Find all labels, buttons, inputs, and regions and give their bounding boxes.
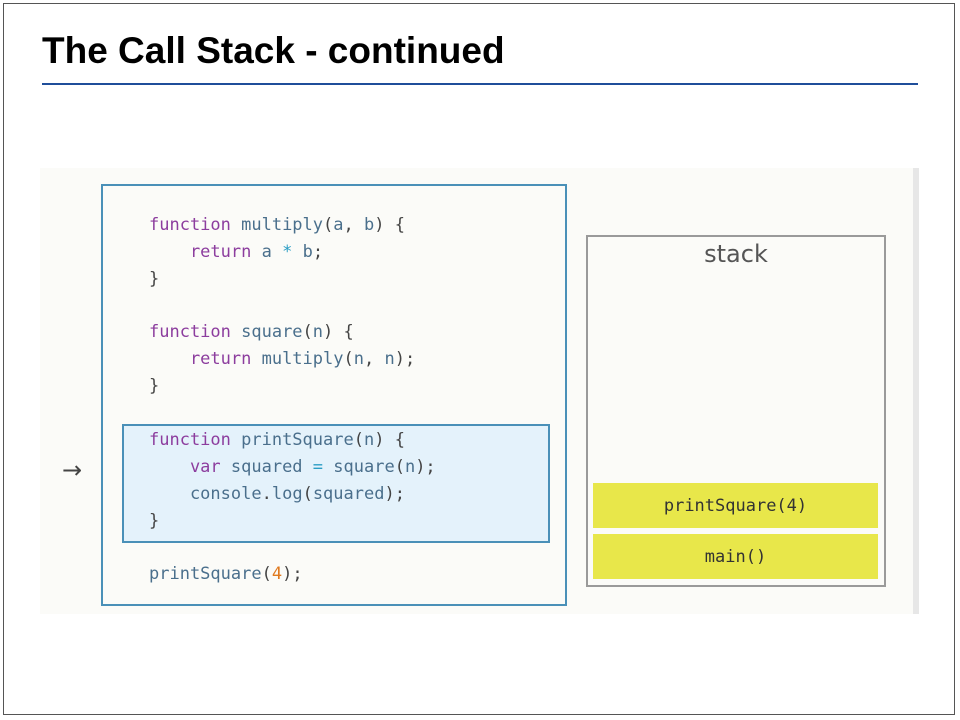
code-token: }: [149, 376, 160, 396]
code-token: );: [394, 349, 416, 369]
code-token: printSquare: [241, 430, 354, 450]
code-token: (: [353, 430, 364, 450]
code-line: }: [149, 511, 159, 531]
code-line: var squared = square(n);: [149, 457, 436, 477]
code-token: function: [149, 322, 242, 342]
code-token: ;: [312, 242, 324, 262]
code-token: n: [312, 322, 324, 342]
code-token: b: [292, 242, 313, 262]
code-token: );: [415, 457, 436, 477]
slide-frame: [3, 3, 955, 715]
code-token: return: [149, 242, 262, 262]
code-line: return multiply(n, n);: [149, 349, 415, 369]
code-token: .: [261, 484, 272, 504]
code-token: squared: [230, 457, 313, 477]
code-line: function printSquare(n) {: [149, 430, 405, 450]
code-token: );: [384, 484, 405, 504]
code-token: );: [282, 564, 303, 584]
code-token: ,: [363, 349, 385, 369]
code-token: log: [271, 484, 303, 504]
code-token: var: [149, 457, 231, 477]
code-token: n: [363, 430, 375, 450]
code-token: (: [323, 215, 334, 235]
title-rule: [42, 83, 918, 85]
current-frame-highlight: [122, 424, 550, 543]
code-token: ,: [343, 215, 364, 235]
screenshot-edge: [913, 168, 919, 614]
code-token: ) {: [323, 322, 354, 342]
code-token: return: [149, 349, 262, 369]
code-token: ) {: [374, 215, 405, 235]
code-token: printSquare: [149, 564, 262, 584]
code-line: return a * b;: [149, 242, 323, 262]
code-token: }: [149, 269, 160, 289]
code-token: *: [282, 242, 293, 262]
code-line: function multiply(a, b) {: [149, 215, 405, 235]
code-token: a: [261, 242, 283, 262]
code-token: squared: [312, 484, 385, 504]
code-line: printSquare(4);: [149, 564, 303, 584]
code-token: function: [149, 215, 242, 235]
code-line: }: [149, 376, 159, 396]
code-token: =: [312, 457, 324, 477]
code-token: n: [384, 349, 395, 369]
code-token: multiply: [241, 215, 324, 235]
code-token: a: [333, 215, 344, 235]
stack-frame: printSquare(4): [593, 483, 878, 528]
right-arrow-icon: →: [62, 456, 83, 484]
stack-title: stack: [704, 240, 768, 268]
code-token: (: [302, 322, 313, 342]
code-token: console: [149, 484, 262, 504]
code-token: square: [241, 322, 303, 342]
code-token: n: [404, 457, 416, 477]
code-token: (: [394, 457, 405, 477]
code-token: 4: [271, 564, 283, 584]
code-token: (: [302, 484, 313, 504]
code-line: }: [149, 269, 159, 289]
code-token: (: [261, 564, 272, 584]
code-token: (: [343, 349, 354, 369]
stack-panel: [586, 235, 886, 587]
code-token: ) {: [374, 430, 405, 450]
code-token: square: [323, 457, 395, 477]
code-token: }: [149, 511, 160, 531]
code-token: function: [149, 430, 242, 450]
code-line: console.log(squared);: [149, 484, 405, 504]
stack-frame: main(): [593, 534, 878, 579]
code-token: n: [353, 349, 364, 369]
code-token: b: [364, 215, 375, 235]
code-token: multiply: [261, 349, 344, 369]
slide-title: The Call Stack - continued: [42, 30, 505, 71]
code-line: function square(n) {: [149, 322, 354, 342]
